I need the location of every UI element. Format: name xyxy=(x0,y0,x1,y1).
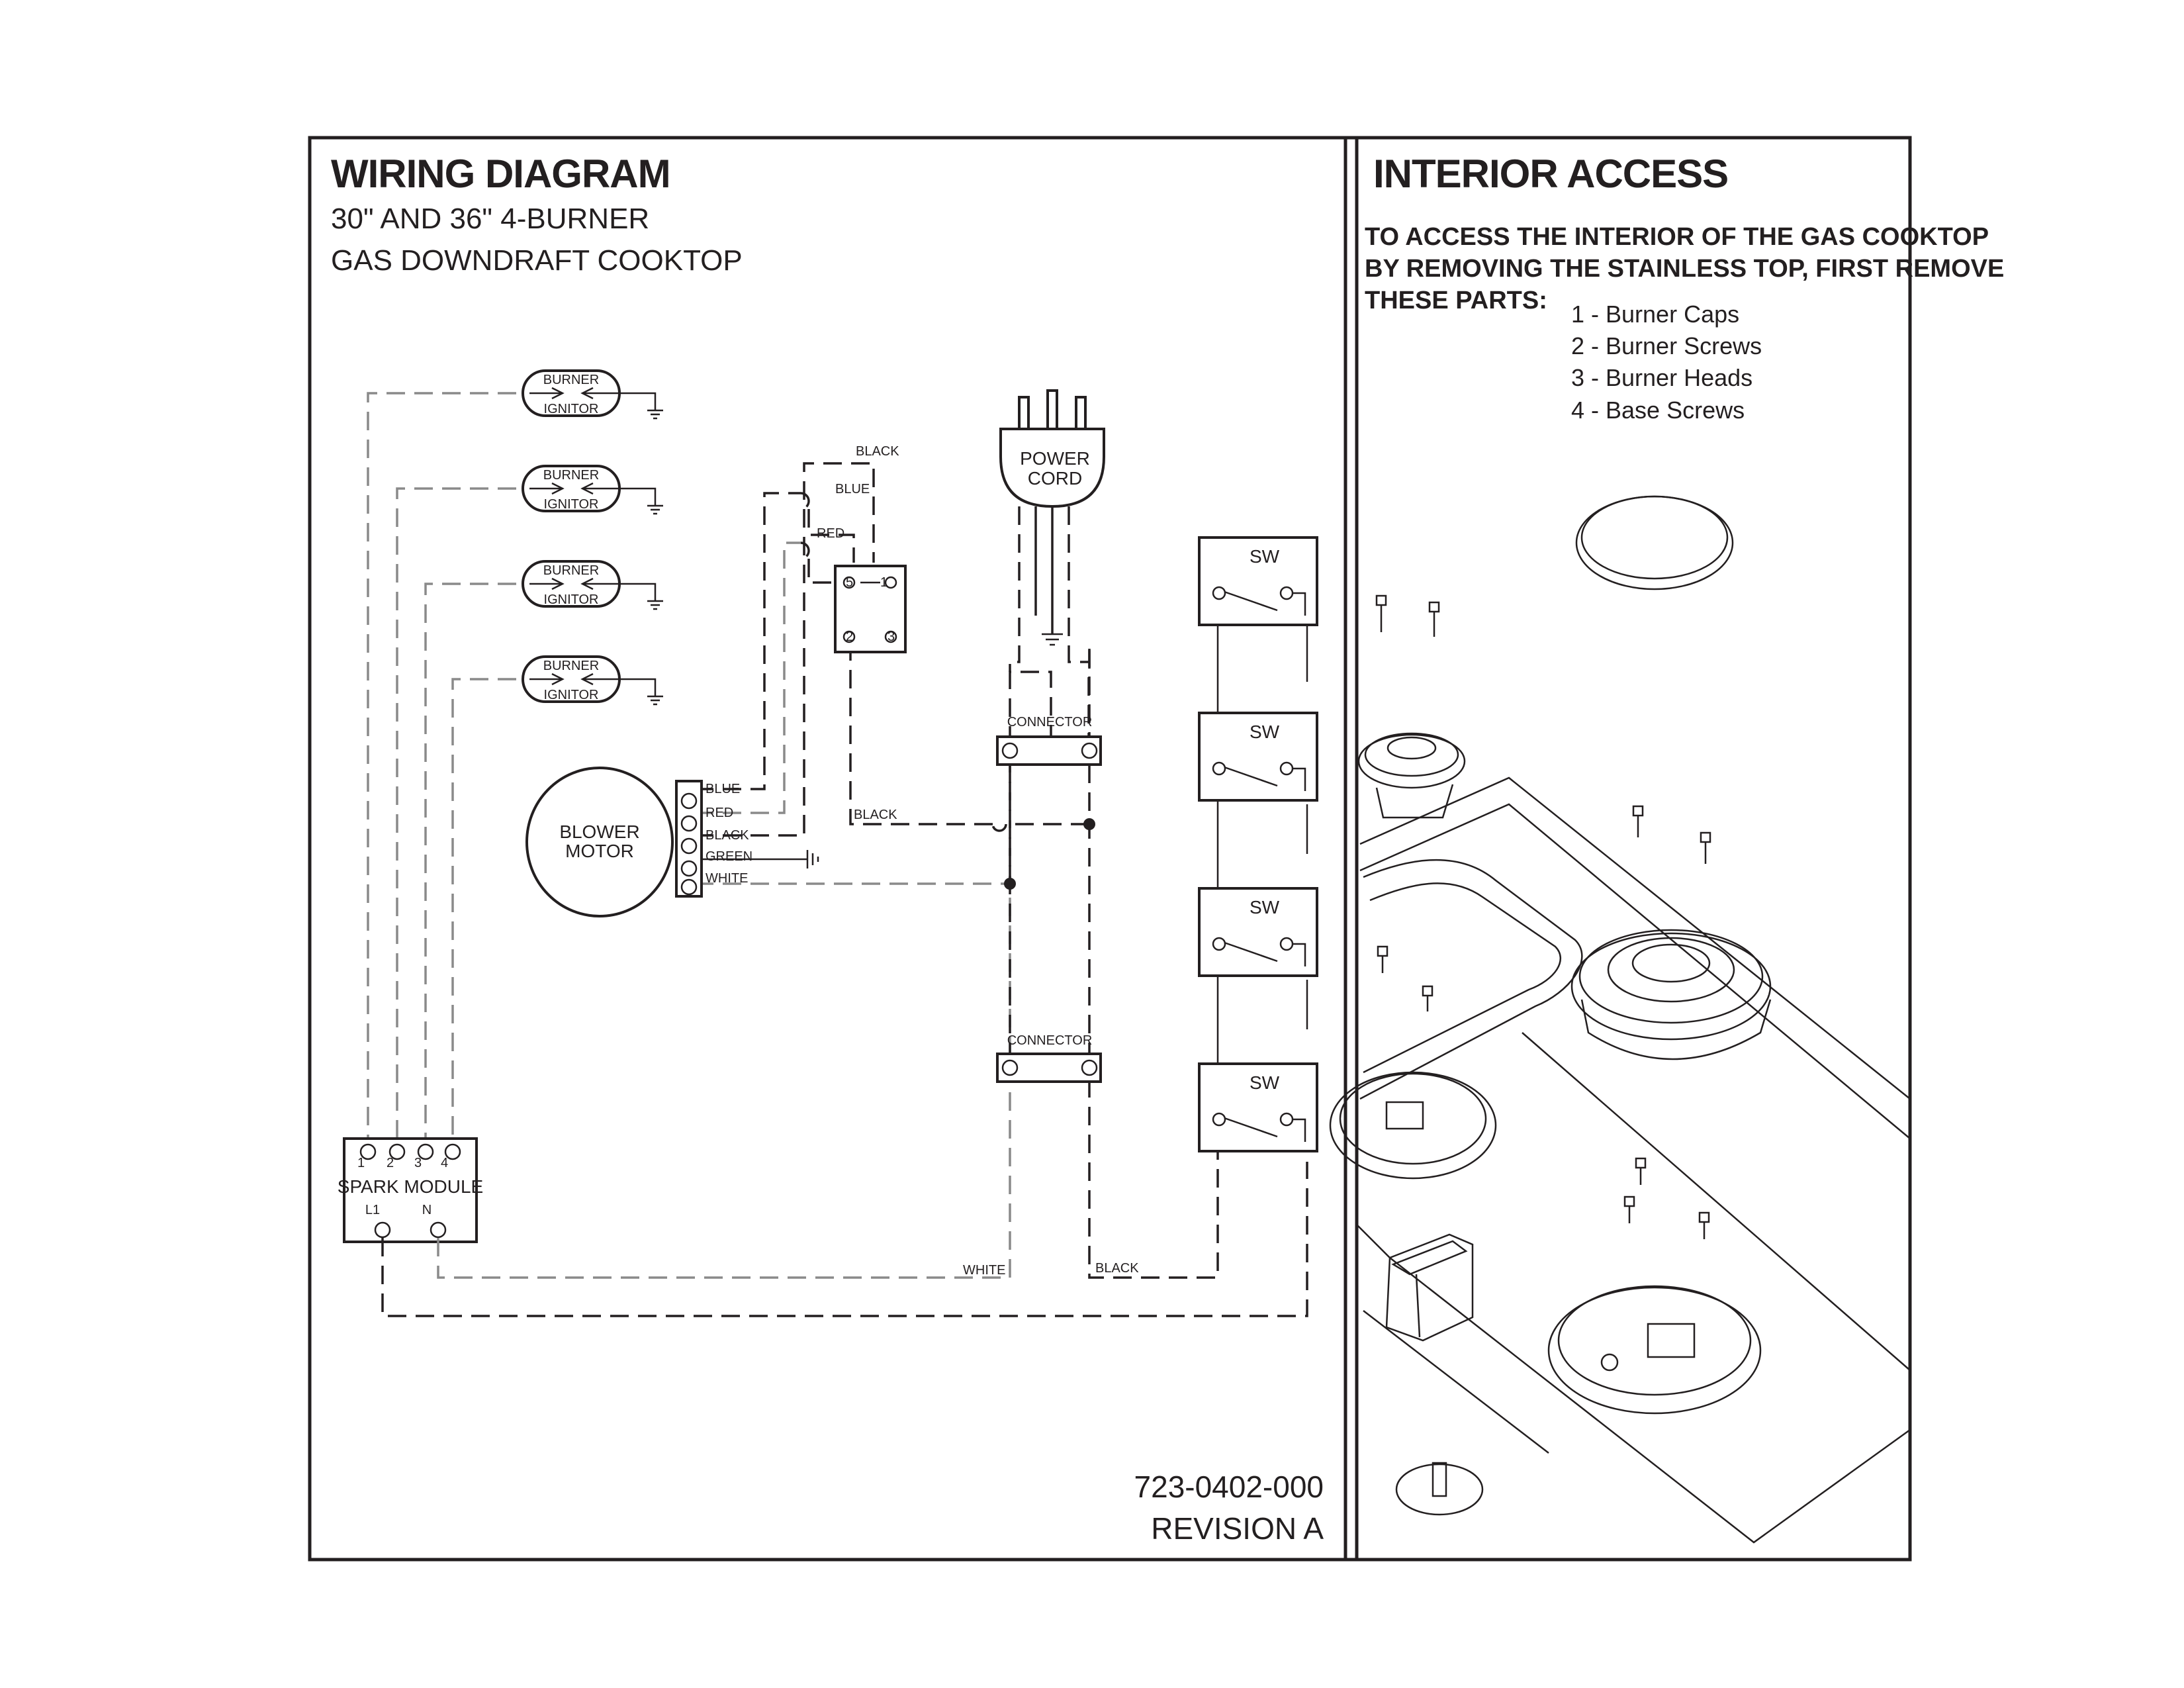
revision-label: REVISION A xyxy=(1151,1511,1324,1546)
screw-icons xyxy=(1375,594,1711,1239)
part-item-3: 3 - Burner Heads xyxy=(1571,364,1752,391)
wiring-subtitle-line1: 30" AND 36" 4-BURNER xyxy=(331,203,649,235)
wire-label-white-bottom: WHITE xyxy=(963,1263,1005,1278)
ignitor-3: BURNER IGNITOR xyxy=(522,560,663,610)
svg-text:IGNITOR: IGNITOR xyxy=(544,688,599,702)
wire-label-black-mid: BLACK xyxy=(854,808,897,822)
wire-label-red-top: RED xyxy=(817,526,844,541)
svg-text:CONNECTOR: CONNECTOR xyxy=(1007,715,1093,729)
svg-text:BLOWER: BLOWER xyxy=(559,821,639,842)
switch-3: SW xyxy=(1198,887,1318,977)
wire-label-black-bottom: BLACK xyxy=(1095,1261,1139,1276)
spark-module: 1 2 3 4 SPARK MODULE L1 N xyxy=(338,1137,483,1243)
connector-upper: CONNECTOR xyxy=(996,715,1102,766)
svg-text:N: N xyxy=(422,1203,432,1217)
power-cord: POWER CORD xyxy=(999,389,1105,508)
svg-text:BURNER: BURNER xyxy=(543,468,599,483)
instruction-line3: THESE PARTS: xyxy=(1365,287,1547,314)
svg-text:IGNITOR: IGNITOR xyxy=(544,402,599,416)
svg-text:5: 5 xyxy=(846,575,853,590)
svg-text:L1: L1 xyxy=(365,1203,380,1217)
frame xyxy=(308,136,1912,1562)
instruction-line2: BY REMOVING THE STAINLESS TOP, FIRST REM… xyxy=(1365,255,2004,283)
svg-text:BURNER: BURNER xyxy=(543,563,599,578)
svg-text:1: 1 xyxy=(880,575,887,590)
svg-text:1: 1 xyxy=(357,1156,365,1170)
svg-text:MOTOR: MOTOR xyxy=(565,841,634,861)
switch-2: SW xyxy=(1198,712,1318,802)
wire-label-black-top: BLACK xyxy=(856,444,899,459)
svg-text:IGNITOR: IGNITOR xyxy=(544,497,599,512)
part-number: 723-0402-000 xyxy=(1134,1470,1324,1504)
svg-text:RED: RED xyxy=(705,806,733,820)
spark-module-label: SPARK MODULE xyxy=(338,1176,483,1197)
svg-text:BLACK: BLACK xyxy=(705,828,749,843)
part-item-2: 2 - Burner Screws xyxy=(1571,332,1762,359)
svg-text:SW: SW xyxy=(1250,897,1280,917)
svg-text:POWER: POWER xyxy=(1020,448,1090,469)
wire-label-blue-top: BLUE xyxy=(835,482,870,496)
switch-1: SW xyxy=(1198,536,1318,626)
blower-motor: BLOWER MOTOR BLUE RED BLACK GREEN WHITE xyxy=(525,767,752,917)
svg-text:3: 3 xyxy=(414,1156,422,1170)
part-item-1: 1 - Burner Caps xyxy=(1571,301,1739,328)
svg-text:WHITE: WHITE xyxy=(705,871,748,886)
svg-text:2: 2 xyxy=(846,630,853,644)
ignitor-4: BURNER IGNITOR xyxy=(522,655,663,706)
svg-text:BLUE: BLUE xyxy=(705,782,740,796)
part-item-4: 4 - Base Screws xyxy=(1571,397,1745,424)
switch-4: SW xyxy=(1198,1062,1318,1152)
wiring-runs xyxy=(381,462,1308,1317)
cooktop-illustration xyxy=(1329,495,1911,1544)
svg-text:SW: SW xyxy=(1250,722,1280,742)
svg-text:BURNER: BURNER xyxy=(543,373,599,387)
wiring-subtitle-line2: GAS DOWNDRAFT COOKTOP xyxy=(331,244,743,277)
svg-text:SW: SW xyxy=(1250,1072,1280,1093)
ignitor-2: BURNER IGNITOR xyxy=(522,465,663,515)
relay: 5 1 2 3 xyxy=(834,565,907,653)
svg-text:3: 3 xyxy=(887,630,895,644)
instruction-line1: TO ACCESS THE INTERIOR OF THE GAS COOKTO… xyxy=(1365,223,1989,251)
svg-text:BURNER: BURNER xyxy=(543,659,599,673)
svg-text:CONNECTOR: CONNECTOR xyxy=(1007,1033,1093,1048)
svg-text:4: 4 xyxy=(441,1156,448,1170)
ignitor-leads xyxy=(367,392,516,1152)
svg-text:SW: SW xyxy=(1250,546,1280,567)
interior-access-title: INTERIOR ACCESS xyxy=(1373,152,1728,196)
ignitor-1: BURNER IGNITOR xyxy=(522,369,663,420)
svg-text:GREEN: GREEN xyxy=(705,849,752,864)
svg-text:2: 2 xyxy=(387,1156,394,1170)
svg-text:CORD: CORD xyxy=(1028,468,1082,489)
svg-text:IGNITOR: IGNITOR xyxy=(544,592,599,607)
wiring-diagram-title: WIRING DIAGRAM xyxy=(331,152,670,196)
connector-lower: CONNECTOR xyxy=(996,1033,1102,1083)
